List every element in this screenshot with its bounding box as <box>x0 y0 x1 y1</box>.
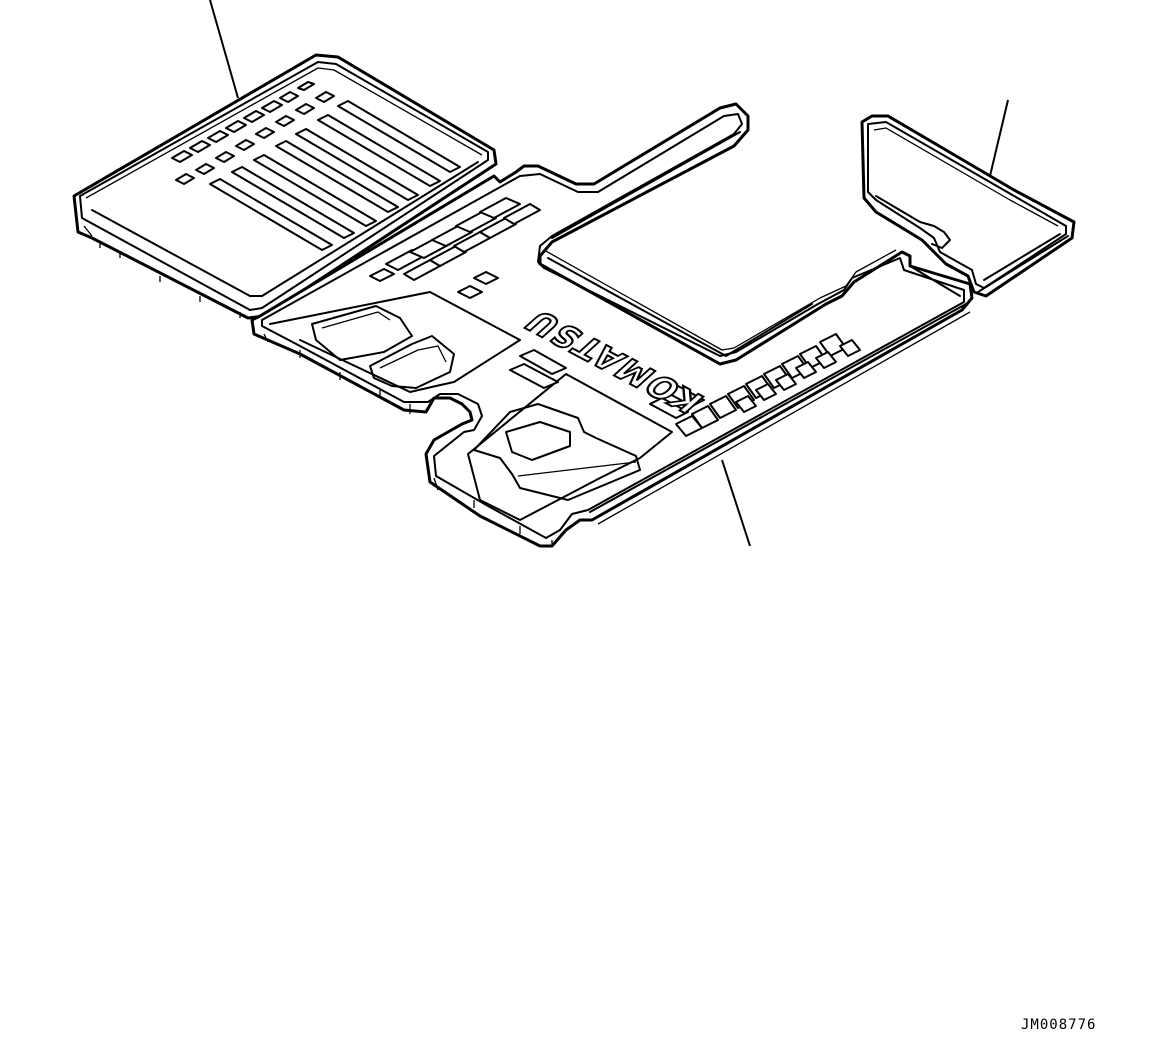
drawing-code-label: JM008776 <box>1021 1017 1097 1033</box>
main-floor-mat: KOMATSU <box>250 102 974 548</box>
left-floor-mat <box>72 53 498 320</box>
leader-line-left-mat <box>209 0 239 99</box>
leader-line-main-mat <box>721 459 751 547</box>
right-floor-mat <box>860 114 1076 298</box>
leader-line-right-mat <box>989 99 1009 177</box>
